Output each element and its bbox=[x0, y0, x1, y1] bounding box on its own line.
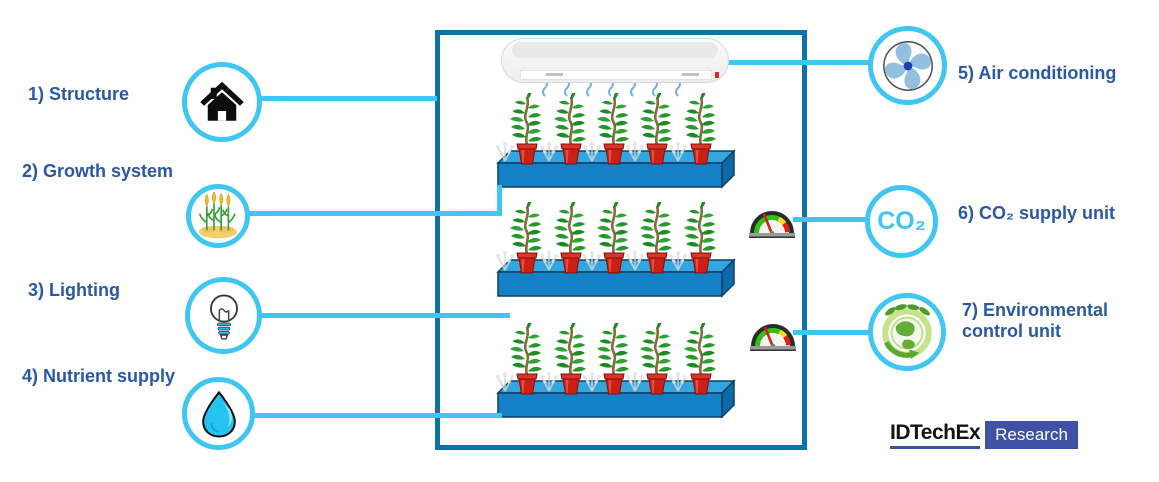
connector-line bbox=[793, 217, 869, 222]
environmental-control-circle bbox=[868, 293, 946, 371]
logo-brand-text: IDTechEx bbox=[890, 421, 981, 449]
nutrient-supply-circle bbox=[182, 377, 255, 450]
connector-line bbox=[244, 211, 502, 216]
label-environmental-control-unit: 7) Environmental control unit bbox=[962, 300, 1109, 341]
label-co2-supply-unit: 6) CO₂ supply unit bbox=[958, 203, 1115, 223]
crops-icon bbox=[194, 192, 242, 240]
house-icon bbox=[198, 78, 246, 126]
connector-line bbox=[726, 60, 871, 65]
air-conditioning-circle bbox=[868, 26, 947, 105]
logo-research-badge: Research bbox=[985, 421, 1078, 449]
growth-system-circle bbox=[186, 184, 250, 248]
label-air-conditioning: 5) Air conditioning bbox=[958, 63, 1117, 83]
connector-line bbox=[256, 96, 437, 101]
label-nutrient-supply: 4) Nutrient supply bbox=[22, 366, 176, 386]
air-conditioner bbox=[501, 38, 729, 83]
connector-line bbox=[250, 413, 502, 418]
earth-icon bbox=[876, 301, 938, 363]
co2-icon: CO₂ bbox=[877, 207, 926, 235]
grow-chamber bbox=[435, 30, 807, 450]
lightbulb-icon bbox=[196, 288, 252, 344]
lighting-circle bbox=[185, 277, 262, 354]
connector-line bbox=[258, 313, 510, 318]
ac-vent-dash bbox=[682, 73, 699, 76]
fan-icon bbox=[879, 37, 937, 95]
label-growth-system: 2) Growth system bbox=[22, 161, 174, 181]
label-lighting: 3) Lighting bbox=[28, 280, 120, 300]
ac-vent-dash bbox=[546, 73, 563, 76]
ac-indicator-led bbox=[715, 72, 719, 78]
connector-line bbox=[793, 330, 871, 335]
structure-circle bbox=[182, 62, 262, 142]
ac-top-panel bbox=[512, 42, 718, 58]
co2-supply-circle: CO₂ bbox=[865, 185, 938, 258]
ac-vent-strip bbox=[520, 70, 712, 80]
water-drop-icon bbox=[194, 389, 244, 439]
connector-line bbox=[497, 185, 502, 215]
label-structure: 1) Structure bbox=[28, 84, 130, 104]
idtechex-logo: IDTechEx Research bbox=[890, 421, 1078, 449]
